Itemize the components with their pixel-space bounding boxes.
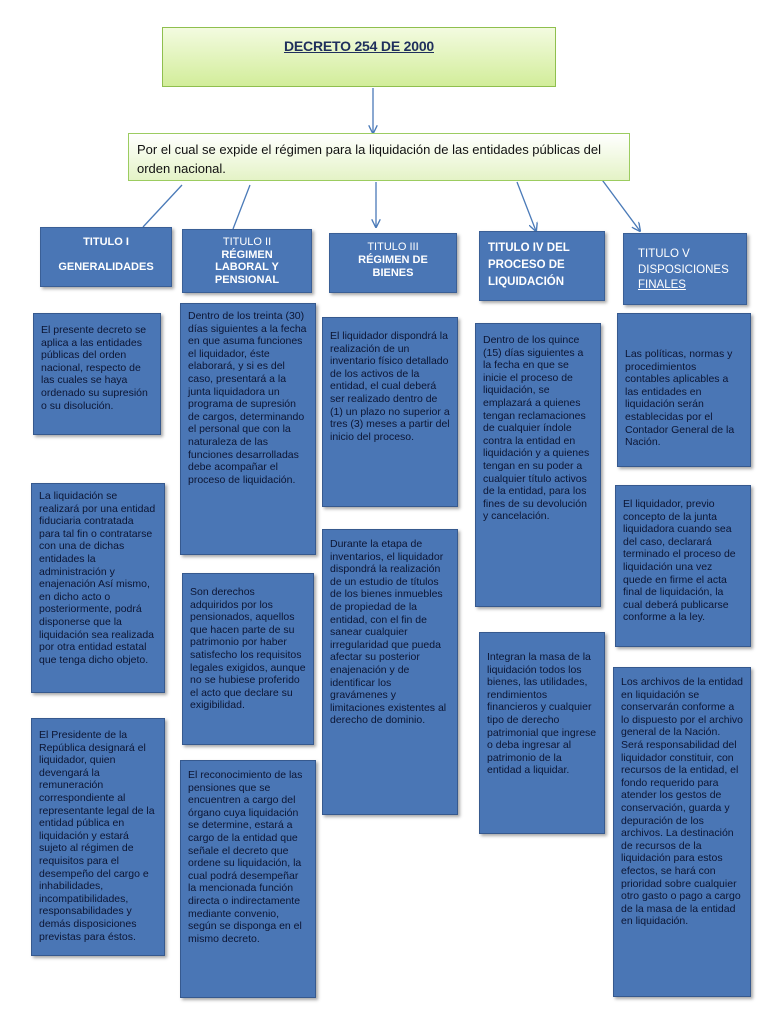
- titulo-2-name-1: RÉGIMEN: [221, 248, 273, 261]
- titulo-5-header: TITULO V DISPOSICIONES FINALES: [623, 233, 747, 305]
- titulo-2-name-3: PENSIONAL: [214, 273, 280, 286]
- titulo-4-text-1: Dentro de los quince (15) días siguiente…: [483, 334, 590, 523]
- titulo-2-text-1: Dentro de los treinta (30) días siguient…: [188, 310, 307, 486]
- decree-title: DECRETO 254 DE 2000: [283, 38, 434, 54]
- titulo-1-text-1: El presente decreto se aplica a las enti…: [41, 324, 148, 412]
- titulo-1-box-1: El presente decreto se aplica a las enti…: [33, 313, 161, 435]
- titulo-2-box-2: Son derechos adquiridos por los pensiona…: [182, 573, 314, 745]
- titulo-2-header: TITULO II RÉGIMEN LABORAL Y PENSIONAL: [182, 229, 312, 293]
- line-to-titulo-2: [232, 184, 251, 230]
- titulo-1-text-2: La liquidación se realizará por una enti…: [39, 490, 156, 666]
- decree-subtitle: Por el cual se expide el régimen para la…: [137, 142, 601, 176]
- titulo-5-name-1: DISPOSICIONES: [638, 263, 729, 276]
- titulo-4-text-2: Integran la masa de la liquidación todos…: [487, 651, 597, 777]
- titulo-4-box-2: Integran la masa de la liquidación todos…: [479, 632, 605, 834]
- titulo-2-box-1: Dentro de los treinta (30) días siguient…: [180, 303, 316, 555]
- titulo-3-header: TITULO III RÉGIMEN DE BIENES: [329, 233, 457, 293]
- titulo-4-box-1: Dentro de los quince (15) días siguiente…: [475, 323, 601, 607]
- titulo-3-name-2: BIENES: [372, 267, 414, 279]
- titulo-3-text-2: Durante la etapa de inventarios, el liqu…: [330, 538, 447, 727]
- decree-title-box: DECRETO 254 DE 2000: [162, 27, 556, 87]
- titulo-2-text-2: Son derechos adquiridos por los pensiona…: [190, 586, 306, 712]
- titulo-5-box-3: Los archivos de la entidad en liquidació…: [613, 667, 751, 997]
- titulo-3-name-1: RÉGIMEN DE: [358, 254, 428, 266]
- arrow-to-titulo-4: [516, 181, 536, 231]
- titulo-2-name-2: LABORAL Y: [215, 261, 279, 273]
- titulo-5-text-1: Las políticas, normas y procedimientos c…: [625, 348, 735, 449]
- titulo-5-text-2: El liquidador, previo concepto de la jun…: [623, 498, 736, 624]
- titulo-5-box-2: El liquidador, previo concepto de la jun…: [615, 485, 751, 647]
- titulo-5-name-2: FINALES: [638, 279, 686, 291]
- titulo-2-box-3: El reconocimiento de las pensiones que s…: [180, 760, 316, 998]
- titulo-4-label: TITULO IV DEL: [488, 242, 570, 254]
- titulo-4-name-1: PROCESO DE: [488, 259, 565, 271]
- decree-subtitle-box: Por el cual se expide el régimen para la…: [128, 133, 630, 181]
- titulo-3-text-1: El liquidador dispondrá la realización d…: [330, 330, 450, 443]
- titulo-2-text-3: El reconocimiento de las pensiones que s…: [188, 769, 303, 945]
- titulo-1-name: GENERALIDADES: [58, 261, 154, 273]
- titulo-5-label: TITULO V: [638, 248, 690, 260]
- titulo-4-header: TITULO IV DEL PROCESO DE LIQUIDACIÓN: [479, 231, 605, 301]
- titulo-1-header: TITULO I GENERALIDADES: [40, 227, 172, 287]
- titulo-1-box-3: El Presidente de la República designará …: [31, 718, 165, 956]
- titulo-5-text-3: Los archivos de la entidad en liquidació…: [621, 676, 743, 739]
- titulo-1-box-2: La liquidación se realizará por una enti…: [31, 483, 165, 693]
- titulo-2-label: TITULO II: [222, 236, 272, 248]
- titulo-4-name-2: LIQUIDACIÓN: [488, 276, 565, 288]
- titulo-1-text-3: El Presidente de la República designará …: [39, 729, 155, 943]
- titulo-1-label: TITULO I: [83, 236, 129, 248]
- titulo-3-label: TITULO III: [367, 241, 419, 253]
- line-to-titulo-1: [142, 184, 183, 228]
- titulo-3-box-2: Durante la etapa de inventarios, el liqu…: [322, 529, 458, 815]
- titulo-3-box-1: El liquidador dispondrá la realización d…: [322, 317, 458, 507]
- titulo-5-box-1: Las políticas, normas y procedimientos c…: [617, 313, 751, 467]
- titulo-5-text-4: Será responsabilidad del liquidador cons…: [621, 738, 741, 928]
